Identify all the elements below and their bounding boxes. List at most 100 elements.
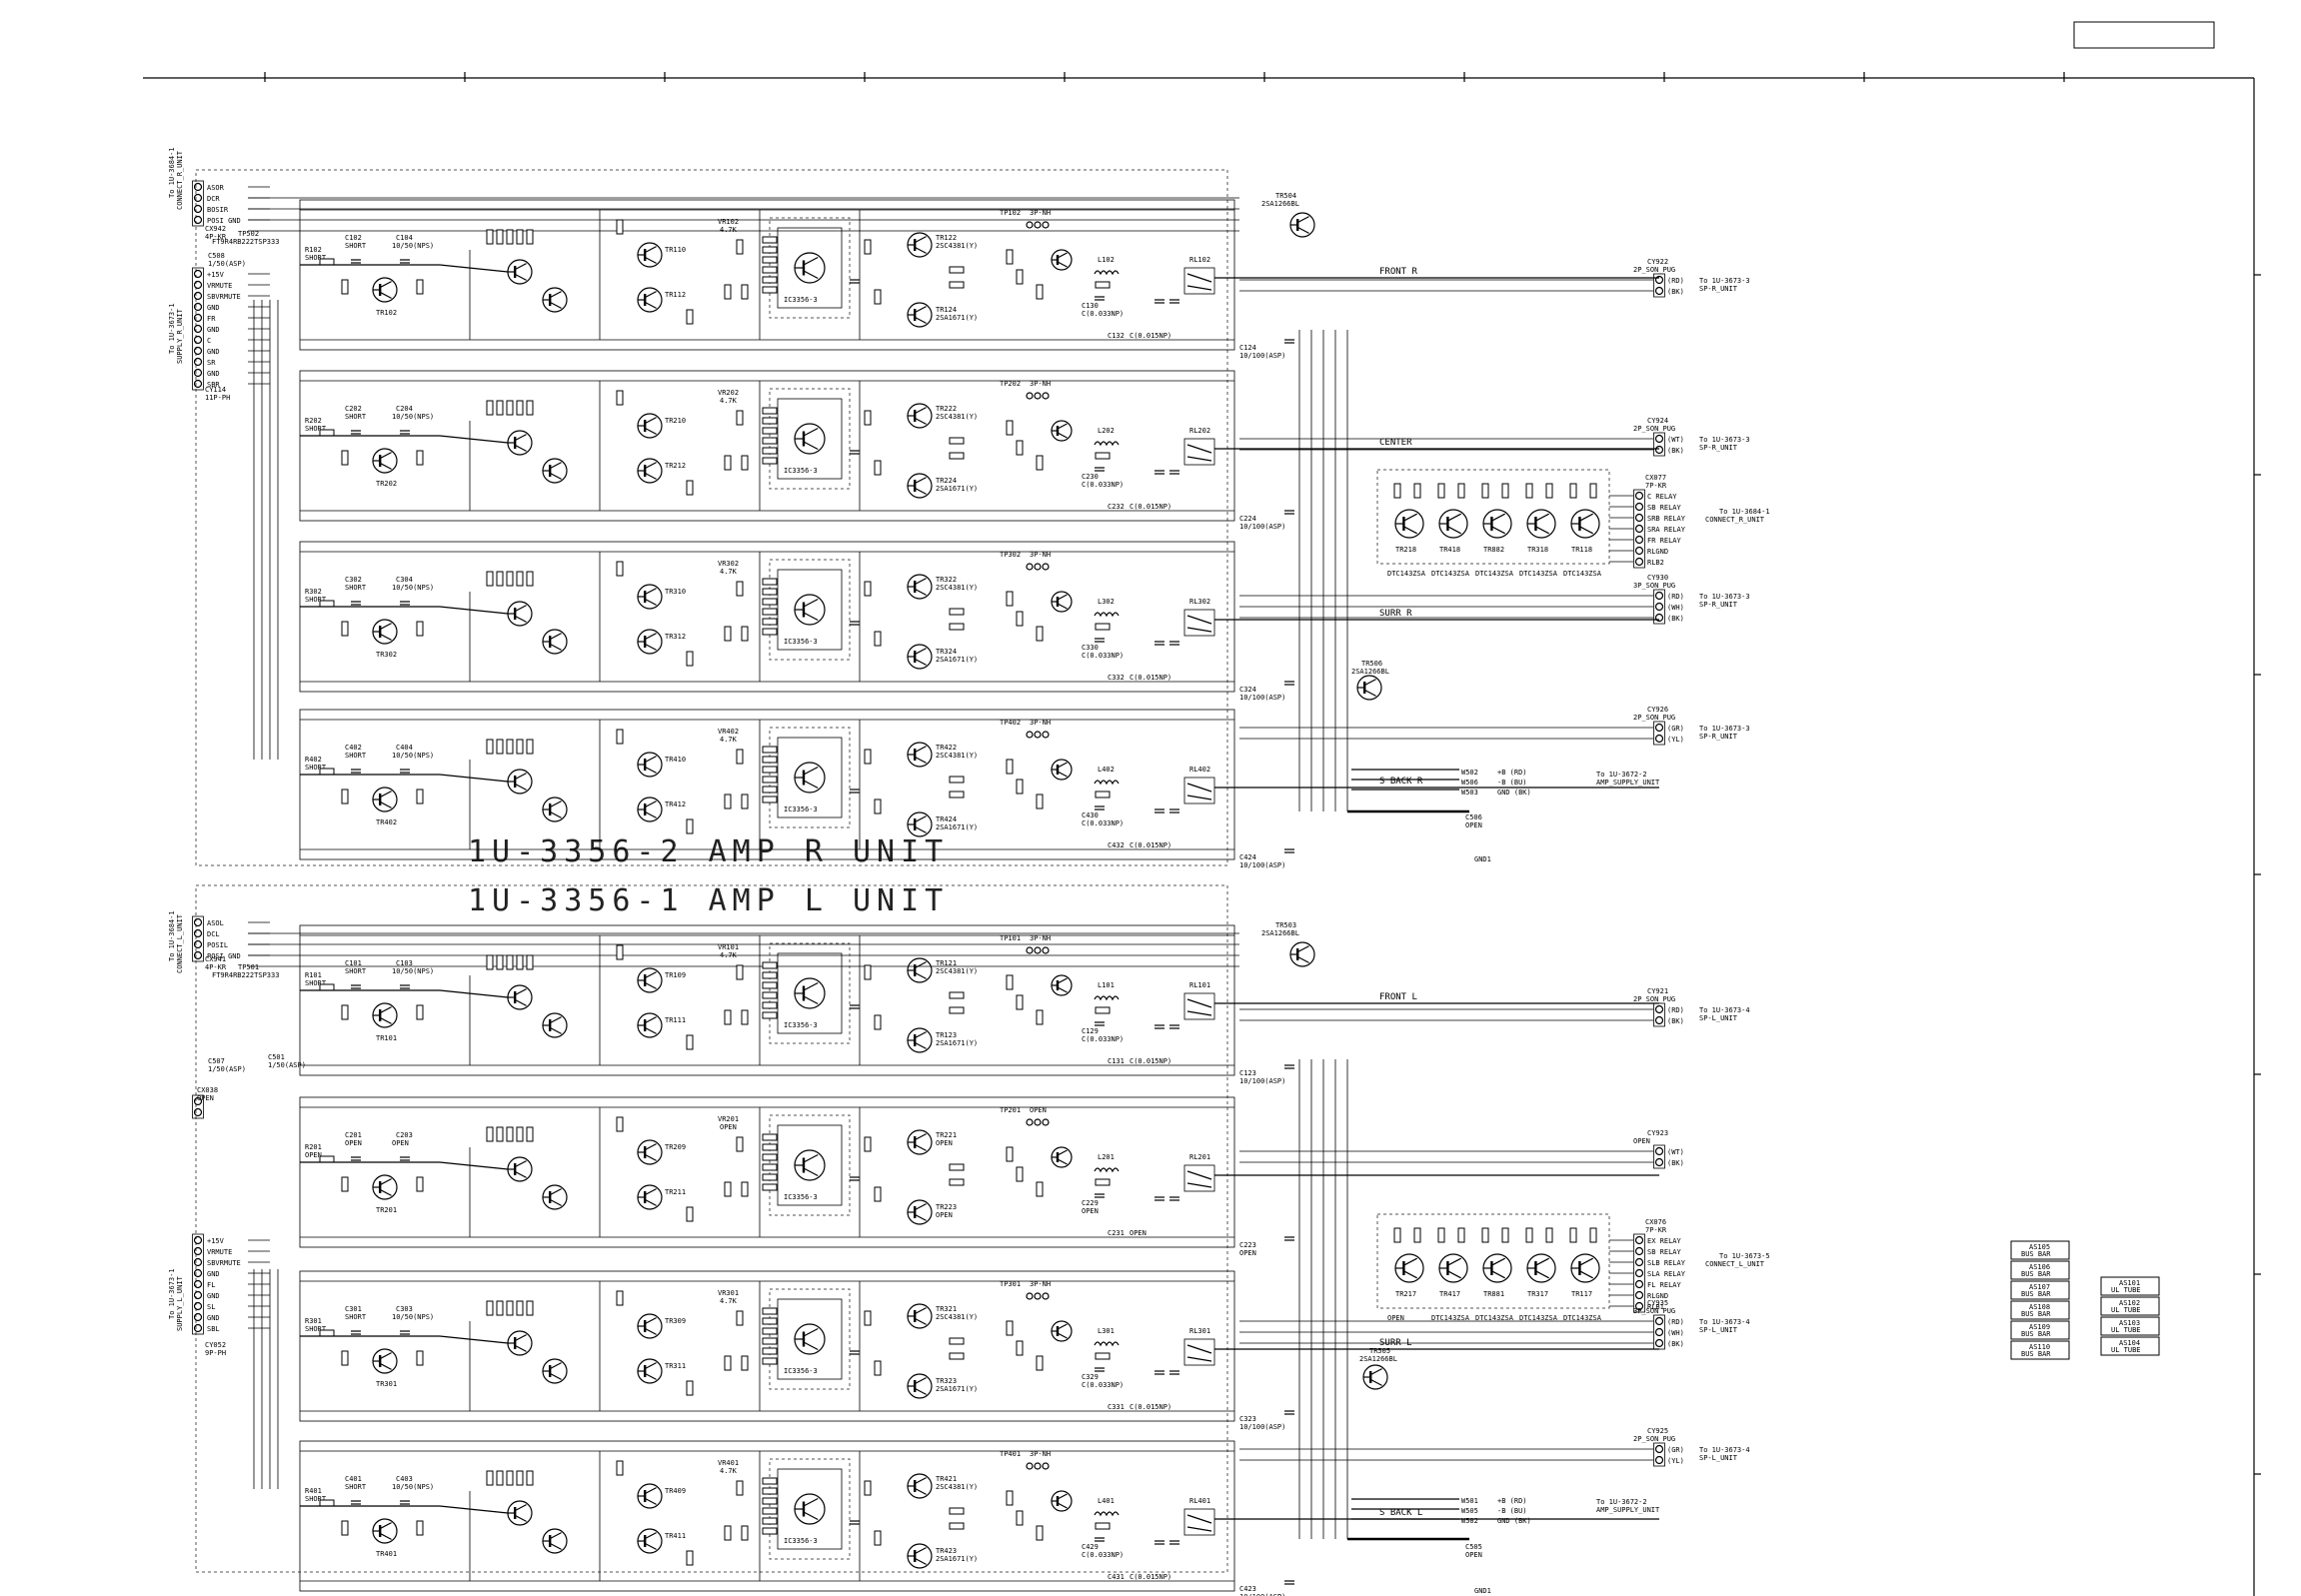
test-point-pin [1034,1292,1042,1300]
connector-lower-b-sub: SUPPLY_L_UNIT [176,1275,184,1331]
transistor-emitter [1057,1158,1068,1165]
output-transistor-pnp [907,644,933,670]
transistor-emitter [914,246,927,254]
transistor-emitter [514,783,527,791]
transistor-collector [914,477,927,485]
transistor-collector [1447,513,1461,522]
driver-resistor [874,798,882,814]
speaker-connector-type: 2P_SON_PUG [1633,266,1675,274]
diff-resistor [516,229,524,245]
relay-contact [1186,273,1212,283]
transistor-collector [914,1307,927,1315]
thermal-diode [762,1173,778,1181]
input-transistor [372,1518,398,1544]
thermal-ic-box [777,1298,843,1380]
input-resistor-ref: R301 [305,1317,322,1325]
protect-resistor [1016,1340,1024,1356]
transistor-emitter [1057,1332,1068,1339]
transistor-emitter [914,1213,927,1221]
zobel-cap-ref: C229 [1082,1199,1099,1207]
protect-transistor [1051,974,1073,996]
vas-transistor [637,287,663,313]
diff-resistor [526,400,534,416]
vas-resistor [616,1290,624,1306]
transistor-collector [1057,762,1068,769]
test-point-ref: TP101 [1000,934,1021,942]
transistor-emitter [803,995,819,1005]
diff-resistor [486,1126,494,1142]
channel-frame [299,541,1235,693]
zobel-resistor [1095,452,1111,460]
coupling-capacitor [400,259,410,264]
transistor-collector [549,1016,562,1024]
channel-frame [299,1096,1235,1248]
transistor-collector [379,452,392,460]
thermal-diode [762,1347,778,1355]
test-point-pin [1034,221,1042,229]
relay-connector-pin-label: SB RELAY [1647,1248,1682,1256]
bias-resistor [741,1525,749,1541]
protect-resistor [1036,794,1044,809]
bias-resistor [341,1004,349,1020]
protect-resistor [1036,455,1044,471]
emitter-resistor [949,623,965,631]
input-capacitor [351,769,361,774]
vas-transistor-ref: TR109 [665,971,686,979]
transistor-collector [644,800,657,808]
connector-lower-a-ref: CX941 [205,955,226,963]
output-transistor-npn [907,574,933,600]
connector-pin [1634,1235,1644,1245]
vr-ref: VR301 [718,1289,739,1297]
speaker-connector-unit: SP-L_UNIT [1699,1326,1738,1334]
zobel-cap-value: C(0.033NP) [1082,652,1124,660]
connector-upper-a: To 1U-3684-1 CONNECT_R_UNIT CX942 4P-KR [168,147,227,241]
bias-resistor [741,455,749,471]
test-point-pin [1042,392,1050,400]
output-transistor-pnp [907,302,933,328]
relay-driver-transistor-part: DTC143ZSA [1563,1314,1602,1322]
rail-capacitor [1284,339,1294,344]
input-transistor-ref: TR301 [376,1380,397,1388]
diff-resistor [486,229,494,245]
coupling-cap-ref: C203 [396,1131,413,1139]
diff-transistor [507,430,533,456]
connector-pin [193,357,203,367]
connector-housing [1653,273,1665,298]
vas-transistor [637,1139,663,1165]
c508-value: 1/50(ASP) [208,260,246,268]
test-point-value: 3P-NH [1030,719,1051,727]
transistor-collector [1296,945,1309,953]
vas-transistor [637,584,663,610]
thermal-transistor [794,977,826,1009]
transistor-collector [914,1133,927,1141]
input-resistor-value: SHORT [305,254,327,262]
transistor-collector [644,417,657,425]
transistor-emitter [644,810,657,818]
connector-pin [1654,1455,1664,1465]
connector-pin [1654,286,1664,296]
relay-capacitor [1154,470,1164,475]
output-transistor-pnp [907,1373,933,1399]
connector-lower-a-title: To 1U-3684-1 [168,910,176,961]
transistor-emitter [1491,1270,1505,1279]
transistor-emitter [1403,1270,1417,1279]
relay-connector-type: 7P-KR [1645,482,1667,490]
diff-wire [439,435,509,444]
vas-transistor [637,1184,663,1210]
diff-resistor [486,1300,494,1316]
bias-resistor [416,279,424,295]
rail-cap-ref: C123 [1239,1069,1256,1077]
diff-resistor [486,739,494,755]
transistor-collector [644,462,657,470]
connector-housing [192,267,204,391]
thermal-diode [762,971,778,979]
connector-pin [193,313,203,323]
amp-l-unit-title: 1U-3356-1 AMP L UNIT [468,883,949,918]
connector-upper-b-pin-label: +15V [207,271,225,279]
rail-cap-ref: C124 [1239,344,1256,352]
snubber-cap-ref: C232 [1108,503,1125,511]
vas-resistor [686,818,694,834]
